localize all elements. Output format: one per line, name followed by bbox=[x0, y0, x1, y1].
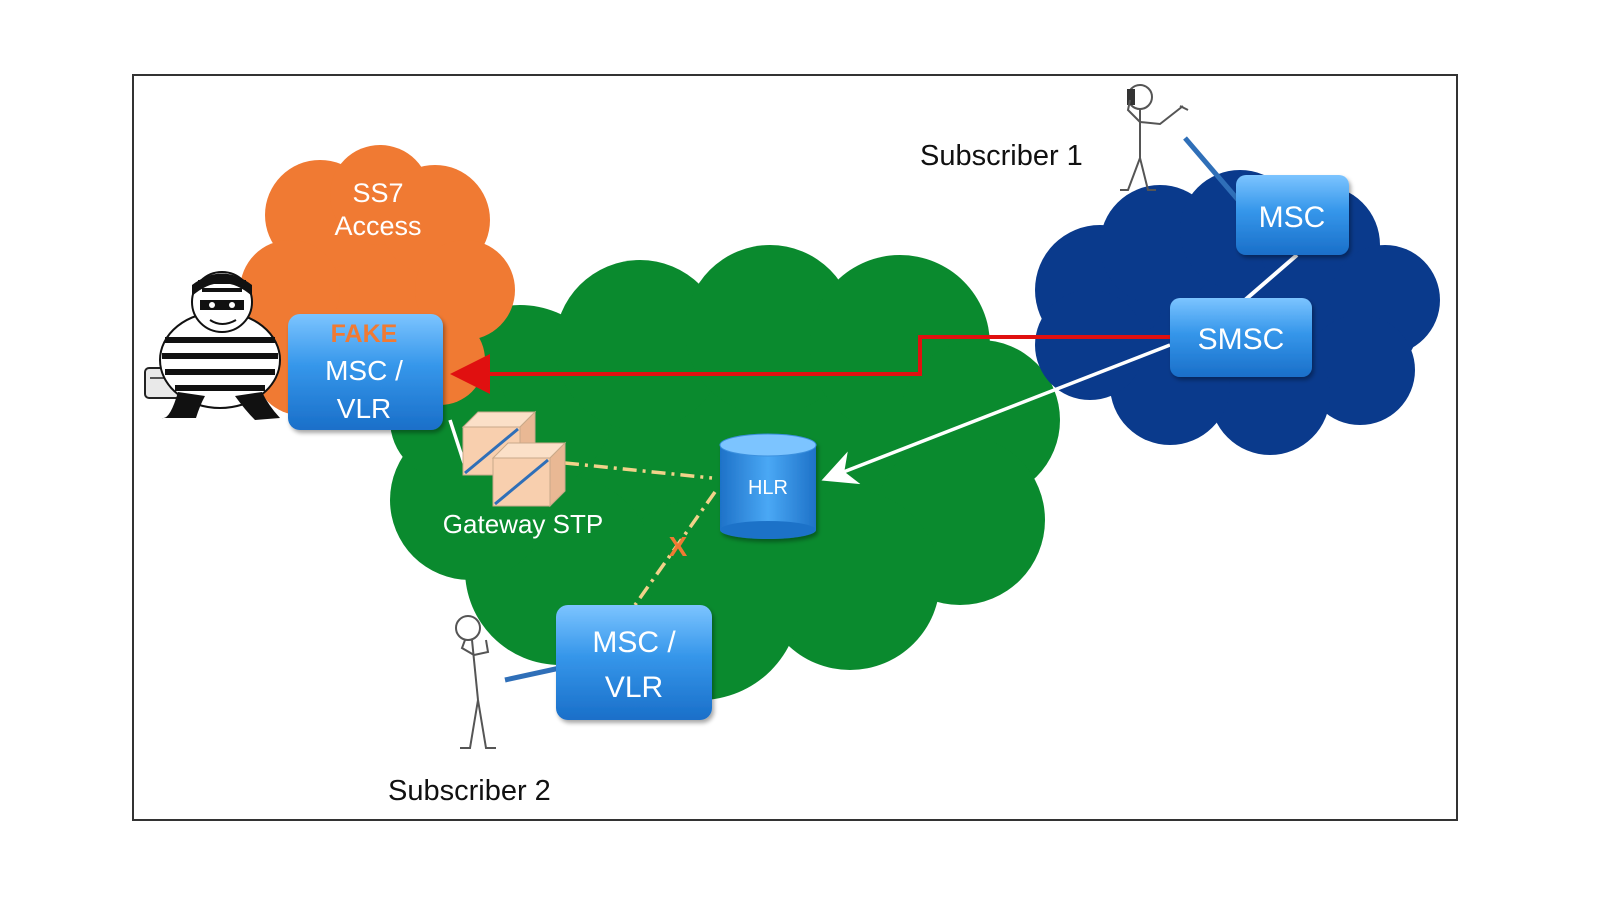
stp-hlr-link bbox=[564, 461, 713, 480]
fake-msc-vlr-node: FAKE MSC / VLR bbox=[288, 314, 443, 430]
smsc-node: SMSC bbox=[1170, 298, 1312, 377]
msc-node: MSC bbox=[1236, 175, 1349, 255]
blocked-marker: X bbox=[669, 531, 688, 562]
attack-redirect-arrow bbox=[450, 335, 1173, 394]
database-cylinder-icon bbox=[719, 433, 817, 539]
msc-smsc-link bbox=[1243, 253, 1299, 302]
subscriber-1-link bbox=[1183, 136, 1247, 210]
stick-figure-thinking-icon bbox=[455, 615, 496, 749]
smsc-to-hlr-arrow bbox=[821, 343, 1171, 485]
hlr-label: HLR bbox=[748, 477, 788, 499]
fake-msc-vlr-line2: VLR bbox=[337, 393, 391, 424]
fake-msc-vlr-line1: MSC / bbox=[325, 355, 403, 386]
stick-figure-phone-icon bbox=[1120, 84, 1189, 191]
subscriber-2-link bbox=[504, 665, 561, 683]
subscriber-1-label: Subscriber 1 bbox=[920, 140, 1083, 172]
ss7-cloud-label-line1: SS7 bbox=[352, 178, 403, 208]
stp-cubes-icon bbox=[461, 410, 567, 508]
msc-vlr-line1: MSC / bbox=[592, 626, 676, 659]
msc-vlr-node: MSC / VLR bbox=[556, 605, 712, 720]
smsc-label: SMSC bbox=[1198, 323, 1285, 356]
burglar-icon bbox=[144, 271, 281, 420]
subscriber-2-label: Subscriber 2 bbox=[388, 775, 551, 807]
gateway-stp-label: Gateway STP bbox=[443, 509, 603, 539]
ss7-cloud-label-line2: Access bbox=[334, 211, 421, 241]
hlr-msc-blocked-link bbox=[633, 490, 717, 607]
fake-tag: FAKE bbox=[331, 320, 398, 348]
msc-label: MSC bbox=[1259, 201, 1326, 234]
msc-vlr-line2: VLR bbox=[605, 671, 663, 704]
